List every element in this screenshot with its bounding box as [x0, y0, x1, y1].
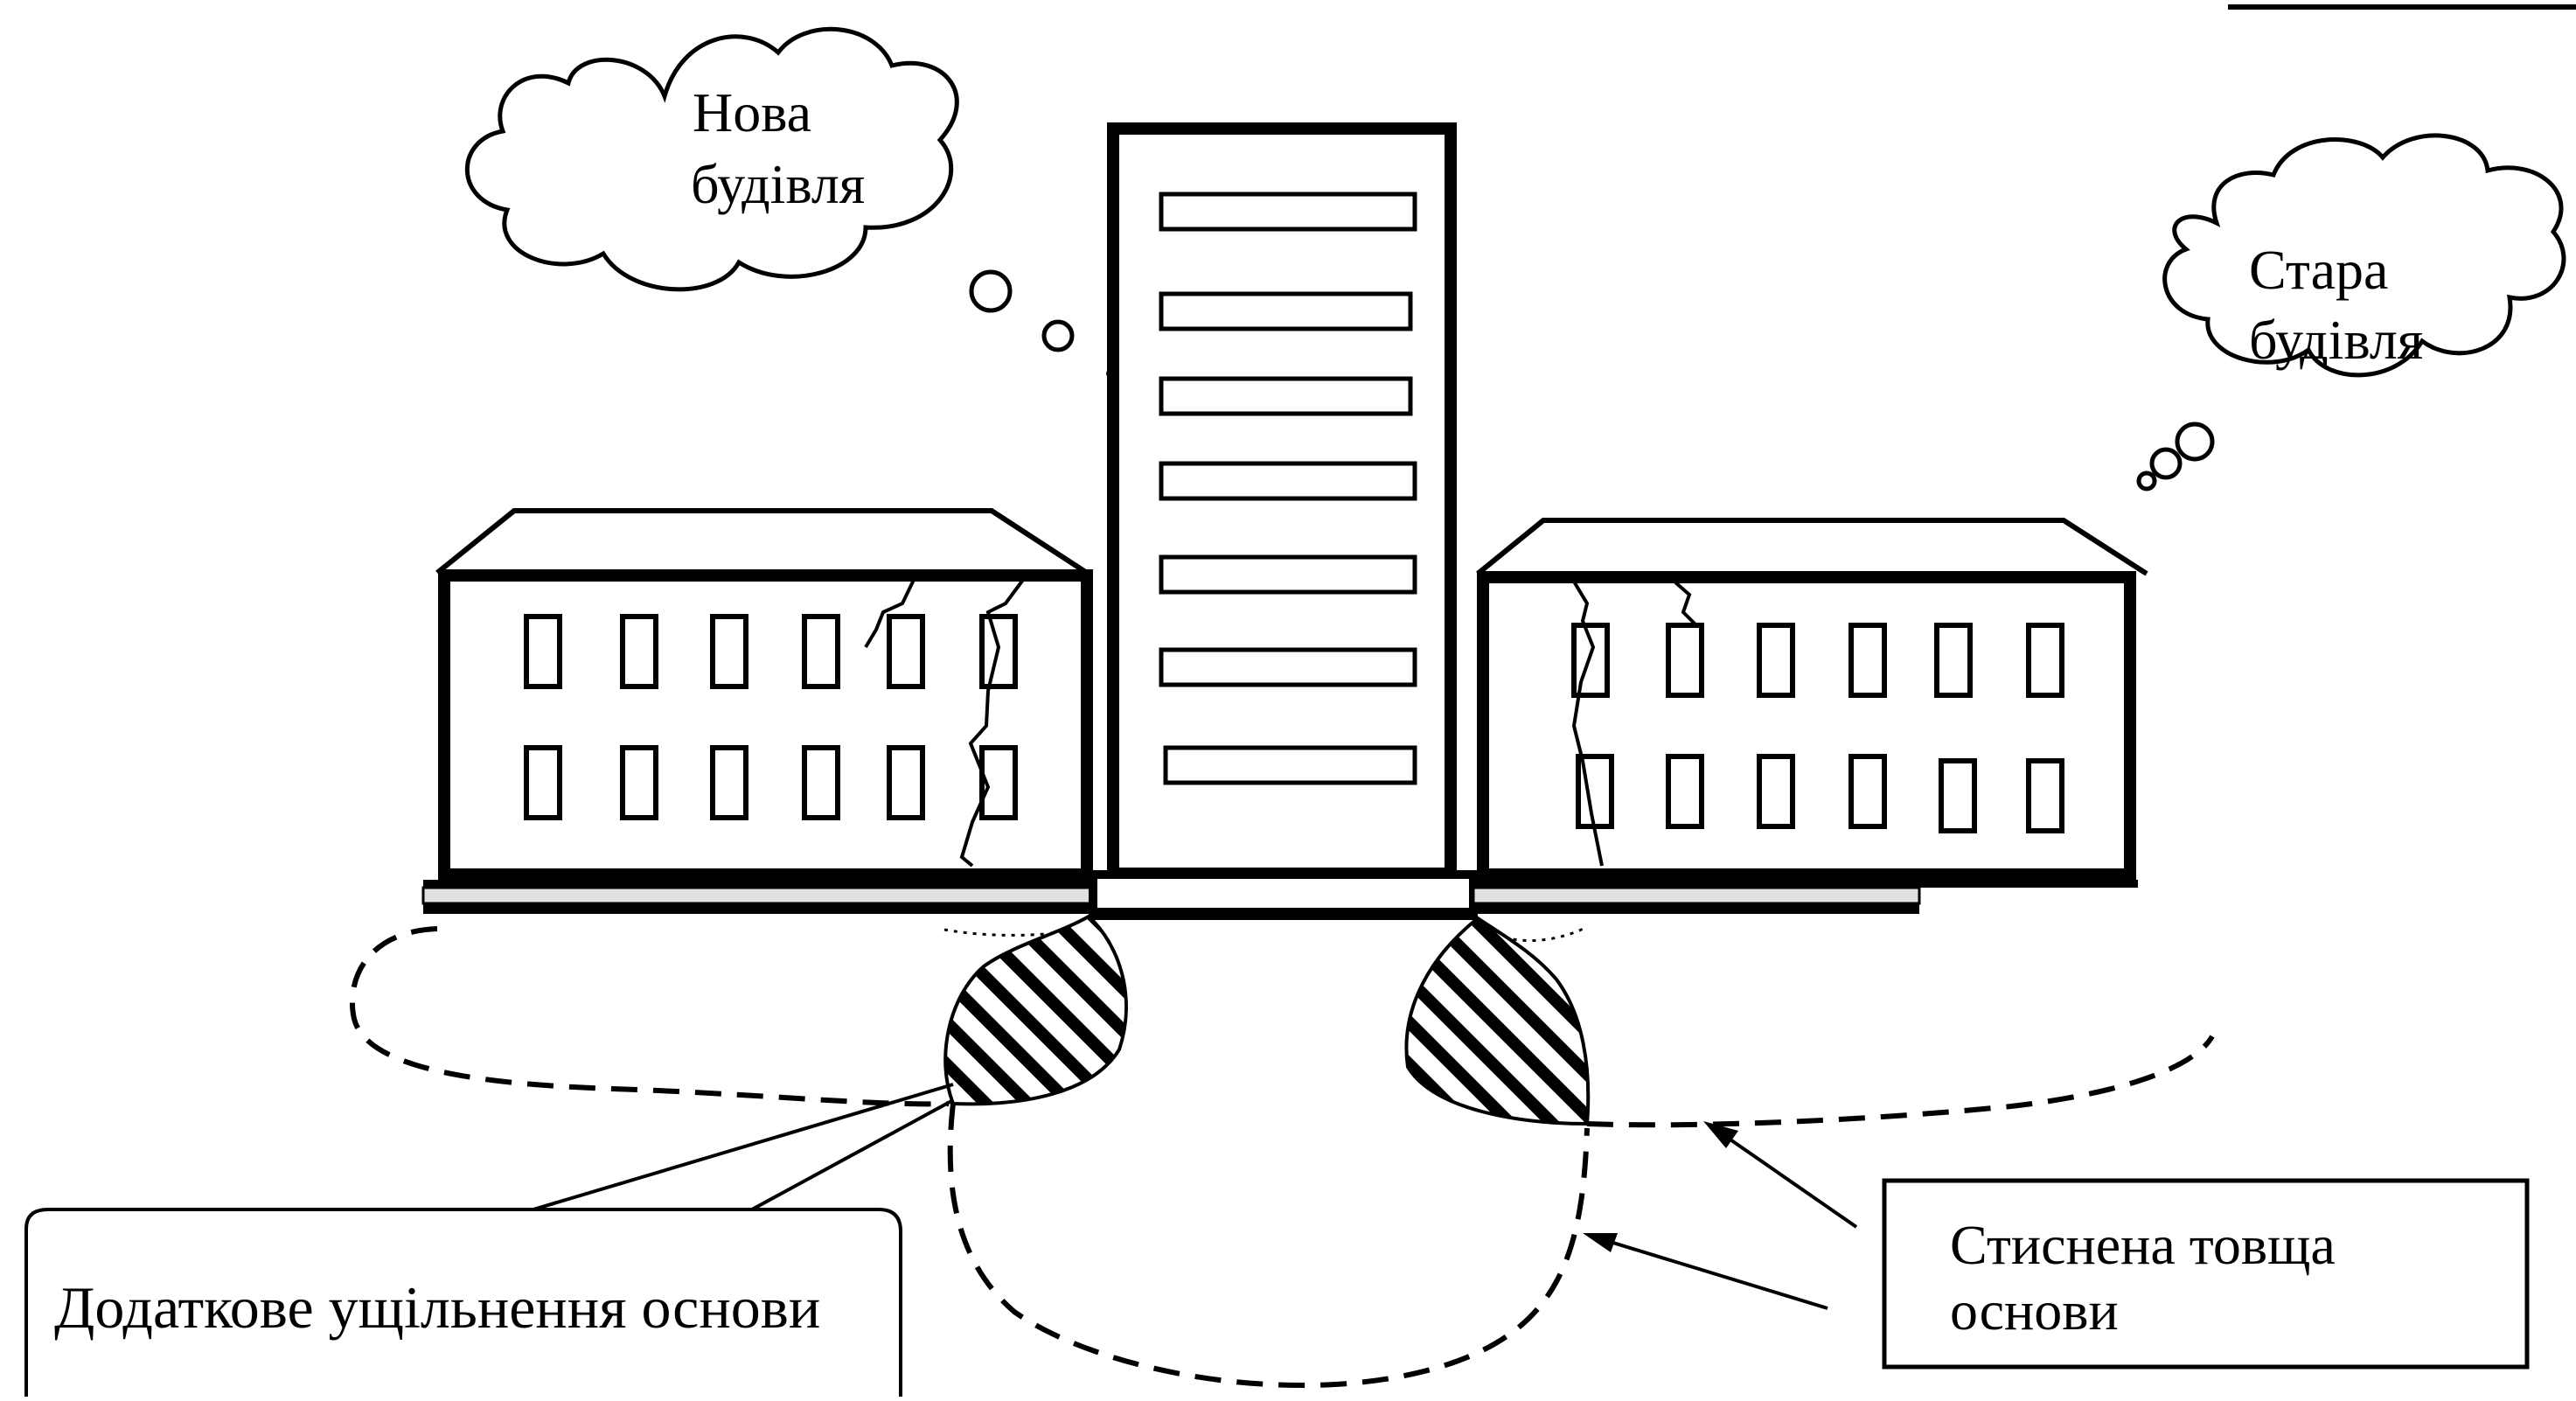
thought-bubble-large [969, 269, 1013, 313]
additional-compaction-callout: Додаткове ущільнення основи [24, 1208, 902, 1397]
left-old-building [435, 508, 1093, 881]
additional-compaction-label: Додаткове ущільнення основи [54, 1274, 820, 1341]
new-building-dot [1106, 369, 1115, 378]
leader-2 [751, 1098, 954, 1211]
thought-bubble-1 [2175, 422, 2215, 462]
compressed-layer-label-line1: Стиснена товща [1950, 1214, 2336, 1276]
left-roof [435, 508, 1089, 575]
new-building-label-line2: будівля [691, 153, 865, 215]
old-building-label-line2: будівля [2249, 309, 2423, 371]
left-crack-1 [864, 579, 916, 649]
foundations [421, 870, 2138, 920]
thought-bubble-2 [2149, 447, 2183, 480]
new-building [1106, 122, 1457, 880]
arrowhead-2 [1583, 1233, 1618, 1252]
right-crack-2 [1673, 580, 1698, 627]
pointer-lines [533, 1083, 1858, 1310]
old-building-label-line1: Стара [2249, 239, 2388, 301]
leader-1 [533, 1083, 954, 1211]
thought-bubble-small [1041, 319, 1075, 352]
right-crack-1 [1571, 580, 1604, 867]
right-old-building [1476, 518, 2148, 881]
left-crack-2 [959, 578, 1025, 868]
new-building-cloud: Нова будівля [464, 26, 1075, 352]
right-building-body [1477, 571, 2136, 881]
new-building-label-line1: Нова [693, 81, 811, 143]
bottom-compressed-zone [947, 1103, 1590, 1389]
compressed-zone [349, 926, 2215, 1389]
arrow-shaft-1 [1712, 1126, 1858, 1229]
left-compressed-zone [349, 926, 950, 1107]
right-roof [1476, 518, 2148, 576]
arrow-shaft-2 [1595, 1236, 1828, 1310]
arrowhead-1 [1703, 1121, 1738, 1148]
thought-bubble-3 [2136, 470, 2157, 491]
compressed-layer-label-line2: основи [1950, 1279, 2119, 1342]
compressed-layer-callout: Стиснена товща основи [1882, 1178, 2530, 1370]
old-building-cloud: Стара будівля [2136, 133, 2566, 491]
right-compaction-zone [1404, 916, 1591, 1126]
left-compaction-zone [943, 914, 1128, 1106]
right-compressed-zone [1586, 1035, 2215, 1128]
